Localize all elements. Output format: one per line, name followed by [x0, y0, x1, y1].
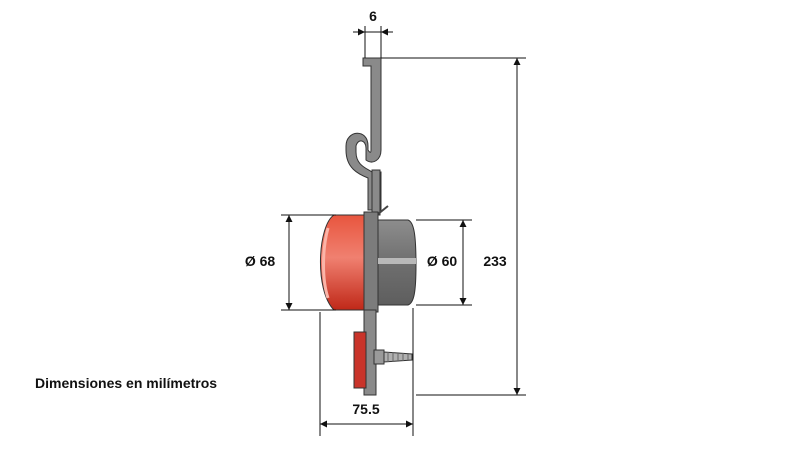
dim-total-height [381, 57, 526, 396]
dim-thickness [353, 26, 393, 58]
lens-highlight [322, 227, 330, 299]
side-reflector [353, 331, 367, 389]
screw-icon [377, 205, 389, 215]
dim-housing-diameter-label: Ø 60 [427, 253, 458, 269]
dim-thickness-label: 6 [369, 8, 377, 24]
dim-lens-diameter-label: Ø 68 [245, 253, 276, 269]
housing-seam [378, 258, 416, 264]
dim-lens-diameter [281, 214, 336, 311]
mounting-plate [363, 211, 379, 313]
dim-depth [319, 308, 414, 436]
dim-total-height-label: 233 [483, 253, 507, 269]
bolt-icon [373, 349, 413, 365]
units-caption: Dimensiones en milímetros [35, 375, 218, 391]
bracket-rod [371, 169, 381, 216]
lamp-assembly [319, 57, 417, 396]
dim-depth-label: 75.5 [352, 401, 379, 417]
dim-housing-diameter [416, 219, 472, 306]
